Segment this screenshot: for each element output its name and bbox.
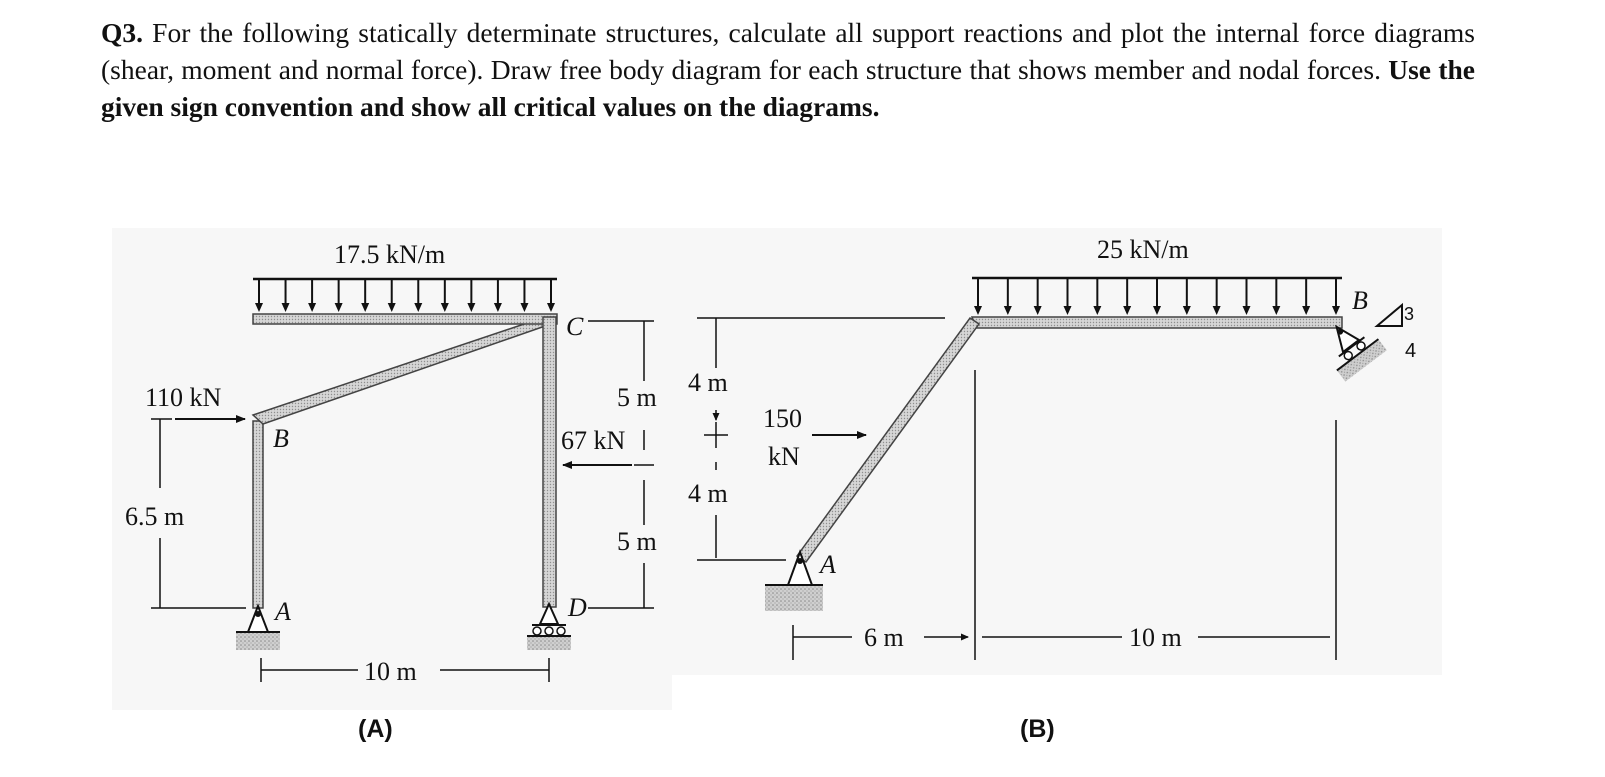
slope-4-label: 4 xyxy=(1405,340,1416,362)
udl-arrow-head xyxy=(1212,306,1221,315)
support-a-pin-b xyxy=(765,549,823,611)
udl-arrow-head xyxy=(1242,306,1251,315)
udl-arrow-head xyxy=(1302,306,1311,315)
figure-background xyxy=(112,228,1442,710)
dim-lower-4-label: 4 m xyxy=(688,479,728,508)
udl-arrow-head xyxy=(1003,306,1012,315)
udl-arrow-head xyxy=(308,303,317,312)
dim-10-a-label: 10 m xyxy=(364,657,417,686)
udl-arrow-head xyxy=(493,303,502,312)
member-cd xyxy=(542,316,557,608)
dim-upper-5-label: 5 m xyxy=(617,383,657,412)
frame-b-members xyxy=(795,316,1343,564)
member-top-b xyxy=(970,316,1343,329)
frame-a-members xyxy=(251,313,558,609)
slope-indicator xyxy=(1374,302,1403,327)
point-load-150-line1: 150 xyxy=(763,404,802,433)
slope-3-label: 3 xyxy=(1404,304,1414,324)
udl-arrow-head xyxy=(547,303,555,312)
support-d-roller xyxy=(527,601,571,650)
dim-upper-4-label: 4 m xyxy=(688,368,728,397)
udl-arrow-head xyxy=(1093,306,1102,315)
point-load-110-label: 110 kN xyxy=(145,383,222,412)
node-a-label-b: A xyxy=(818,550,836,579)
udl-arrow-head xyxy=(281,303,290,312)
udl-a-label: 17.5 kN/m xyxy=(334,240,445,269)
udl-arrow-head xyxy=(1063,306,1072,315)
udl-arrow-head xyxy=(467,303,476,312)
node-a-label-a: A xyxy=(273,597,291,626)
node-b-label-a: B xyxy=(273,424,289,453)
udl-arrow-head xyxy=(1332,306,1340,315)
udl-arrow-head xyxy=(255,303,263,312)
dim-right-a xyxy=(588,320,654,609)
node-b-label-b: B xyxy=(1352,286,1368,315)
udl-arrow-head xyxy=(1153,306,1161,315)
dim-lower-5-label: 5 m xyxy=(617,527,657,556)
udl-arrow-head xyxy=(1123,306,1132,315)
node-c-label: C xyxy=(566,312,584,341)
udl-arrow-head xyxy=(440,303,449,312)
dim-10-b-label: 10 m xyxy=(1129,623,1182,652)
udl-arrow-head xyxy=(1272,306,1281,315)
member-inclined-b xyxy=(795,316,981,564)
caption-a: (A) xyxy=(358,715,393,743)
udl-arrow-head xyxy=(361,303,370,312)
udl-arrow-head xyxy=(334,303,343,312)
question-text: Q3. For the following statically determi… xyxy=(101,14,1475,125)
dim-10-a xyxy=(260,658,550,682)
udl-arrow-head xyxy=(1182,306,1191,315)
support-b-roller xyxy=(1335,324,1387,382)
caption-b: (B) xyxy=(1020,715,1055,743)
question-number: Q3. xyxy=(101,17,144,48)
member-ab xyxy=(252,420,264,609)
udl-arrow-head xyxy=(1033,306,1042,315)
udl-b-arrows xyxy=(974,279,1340,315)
udl-arrow-head xyxy=(974,306,982,315)
node-d-label: D xyxy=(567,593,587,622)
dim-vertical-b xyxy=(697,317,945,561)
udl-a xyxy=(253,277,557,312)
structure-a: 17.5 kN/m B A C D xyxy=(125,240,657,743)
dim-horizontal-b xyxy=(792,370,1337,660)
udl-b-label: 25 kN/m xyxy=(1097,235,1189,264)
question-body: For the following statically determinate… xyxy=(101,17,1475,85)
structure-b: 25 kN/m 4 3 A B xyxy=(688,235,1416,743)
support-a-pin xyxy=(236,603,280,650)
point-load-67-label: 67 kN xyxy=(561,426,626,455)
udl-a-arrows xyxy=(255,280,555,312)
figure-background-cut xyxy=(672,675,1442,715)
udl-arrow-head xyxy=(414,303,423,312)
member-top-a xyxy=(252,313,558,325)
point-load-150-line2: kN xyxy=(768,442,800,471)
question-emphasis: Use the given sign convention and show a… xyxy=(101,54,1475,122)
udl-arrow-head xyxy=(520,303,529,312)
dim-6-label: 6 m xyxy=(864,623,904,652)
dim-6-5 xyxy=(151,418,246,609)
udl-arrow-head xyxy=(387,303,396,312)
dim-6-5-label: 6.5 m xyxy=(125,502,184,531)
udl-b xyxy=(972,276,1342,315)
